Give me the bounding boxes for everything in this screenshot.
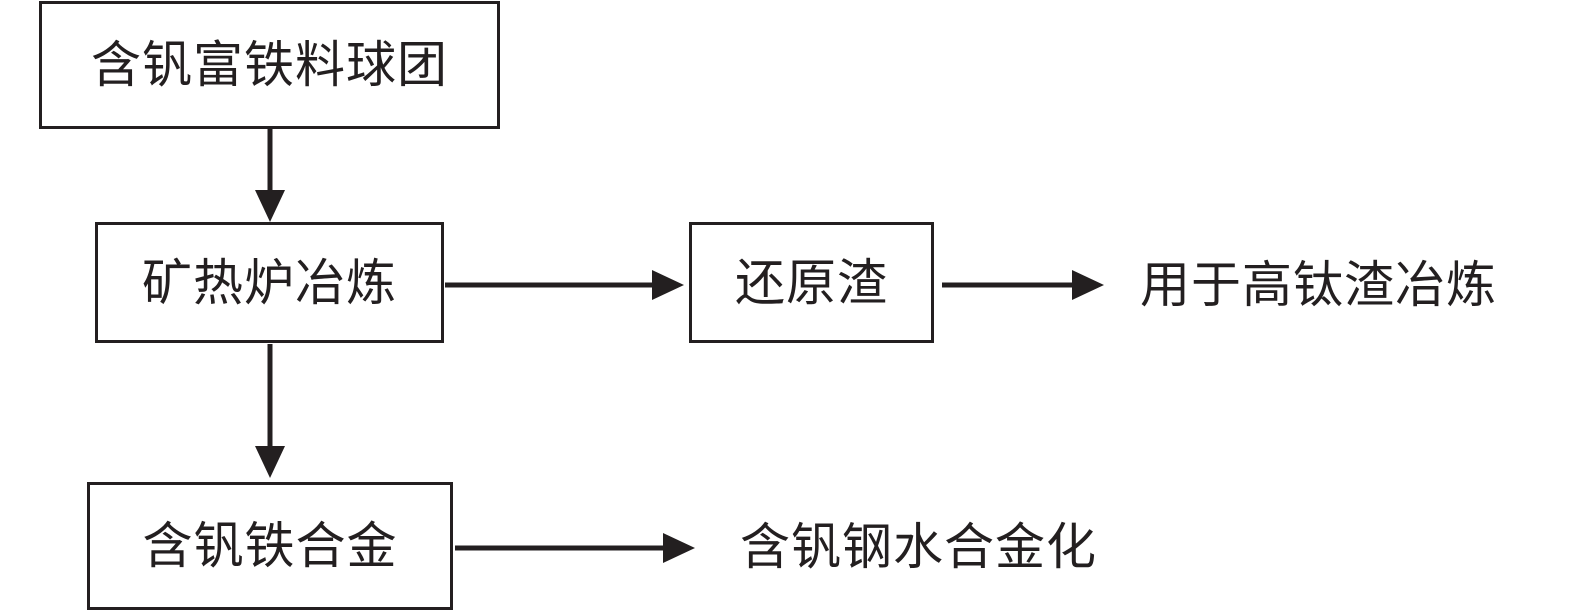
node-alloy: 含钒铁合金: [87, 482, 453, 610]
node-pellet-label: 含钒富铁料球团: [91, 36, 448, 94]
output-alloy-use: 含钒钢水合金化: [740, 518, 1097, 576]
node-slag: 还原渣: [689, 222, 934, 343]
arrow-smelting-to-alloy-head: [255, 446, 285, 478]
output-slag-use: 用于高钛渣冶炼: [1140, 256, 1497, 314]
node-smelting-label: 矿热炉冶炼: [142, 253, 397, 312]
node-alloy-label: 含钒铁合金: [142, 517, 398, 575]
node-slag-label: 还原渣: [735, 253, 888, 312]
arrow-slag-to-use-head: [1072, 270, 1104, 300]
arrow-alloy-to-use-head: [663, 533, 695, 563]
node-pellet: 含钒富铁料球团: [39, 1, 500, 129]
arrow-smelting-to-slag-head: [652, 270, 684, 300]
node-smelting: 矿热炉冶炼: [95, 222, 444, 343]
arrow-pellet-to-smelting-head: [255, 190, 285, 222]
